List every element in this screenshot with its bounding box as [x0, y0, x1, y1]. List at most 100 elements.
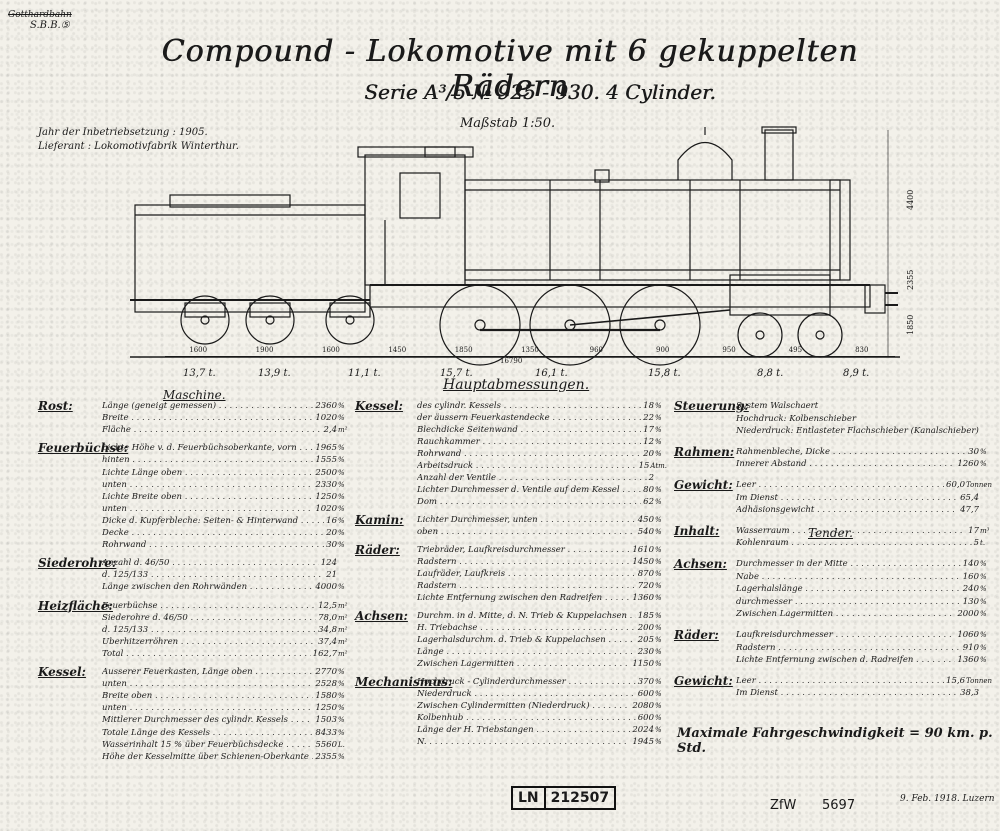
spec-unit: t.: [980, 539, 986, 548]
height-2355: 2355: [906, 269, 915, 290]
spec-label: Lichte Höhe v. d. Feuerbüchsoberkante, v…: [102, 443, 313, 453]
spec-value: 65,4: [960, 492, 979, 503]
spec-value: 124: [320, 558, 337, 569]
spec-unit: %: [655, 516, 662, 524]
dim-5: 1850: [454, 346, 473, 354]
spec-row: Innerer Abstand1260%: [736, 459, 992, 469]
spec-row: unten1020%: [102, 504, 350, 514]
spec-value: 2500: [315, 467, 337, 478]
spec-unit: %: [338, 402, 345, 410]
spec-row: durchmesser130%: [736, 597, 992, 607]
spec-row: Zwischen Cylindermitten (Niederdruck)208…: [417, 701, 667, 711]
spec-unit: m²: [338, 613, 348, 622]
archive-stamp: LN 212507: [511, 786, 617, 810]
spec-row: unten2330%: [102, 480, 350, 490]
spec-unit: %: [655, 558, 662, 566]
spec-value: 910: [962, 642, 979, 653]
signature-date: 9. Feb. 1918. Luzern: [900, 794, 995, 804]
spec-value: 1360: [957, 655, 979, 666]
spec-unit: Tonnen: [965, 676, 992, 685]
spec-label: des cylindr. Kessels: [417, 401, 641, 411]
spec-label: Total: [102, 649, 311, 659]
main-dimensions-heading: Hauptabmessungen.: [443, 377, 590, 393]
spec-label: Triebräder, Laufkreisdurchmesser: [417, 545, 630, 555]
spec-row: Länge (geneigt gemessen)2360%: [102, 401, 350, 411]
spec-value: 1580: [315, 691, 337, 702]
spec-value: 1260: [957, 459, 979, 470]
spec-label: Höhe der Kesselmitte über Schienen-Oberk…: [102, 752, 313, 762]
section-label: Inhalt:: [674, 523, 720, 538]
spec-unit: %: [338, 704, 345, 713]
spec-unit: %: [338, 414, 345, 423]
spec-label: Länge der H. Triebstangen: [417, 725, 630, 735]
spec-unit: %: [655, 690, 662, 698]
spec-row: Rauchkammer12%: [417, 437, 667, 447]
spec-row: Totale Länge des Kessels8433%: [102, 728, 350, 738]
spec-unit: %: [655, 414, 662, 422]
stamp-prefix: LN: [518, 790, 539, 806]
height-4400: 4400: [906, 189, 915, 210]
spec-row: Rohrwand30%: [102, 540, 350, 550]
spec-row: Hochdruck - Cylinderdurchmesser370%: [417, 677, 667, 687]
total-length: 16790: [500, 357, 523, 365]
dimension-bar: 1600 1900 1600 1450 1850 1350 960 900 95…: [165, 346, 895, 357]
spec-row: Lichte Länge oben2500%: [102, 468, 350, 478]
spec-unit: %: [655, 528, 662, 536]
spec-label: d. 125/133: [102, 570, 324, 580]
spec-value: 450: [637, 515, 654, 525]
spec-row: Nabe160%: [736, 572, 992, 582]
axle-load-3: 11,1 t.: [348, 368, 381, 379]
spec-value: 130: [962, 596, 979, 607]
spec-row: unten1250%: [102, 703, 350, 713]
spec-label: Feuerbüchse: [102, 601, 316, 611]
spec-unit: %: [655, 714, 662, 722]
spec-label: Durchm. in d. Mitte, d. N. Trieb & Kuppe…: [417, 611, 636, 621]
spec-label: Dom: [417, 497, 641, 507]
spec-label: Breite: [102, 413, 313, 423]
dim-2: 1900: [255, 346, 274, 354]
spec-row: Blechdicke Seitenwand17%: [417, 425, 667, 435]
spec-value: 12,5: [318, 600, 337, 611]
spec-value: 600: [637, 689, 654, 699]
spec-row: Dom62%: [417, 497, 667, 507]
spec-unit: m²: [338, 649, 348, 658]
spec-unit: %: [980, 560, 987, 568]
spec-row: Total162,7m²: [102, 649, 350, 659]
spec-unit: %: [338, 492, 345, 501]
spec-label: Mittlerer Durchmesser des cylindr. Kesse…: [102, 715, 313, 725]
spec-label: Fläche: [102, 425, 321, 435]
machine-heading: Maschine.: [163, 388, 226, 402]
spec-label: Kolbenhub: [417, 713, 636, 723]
spec-row: Wasserraum17m³: [736, 526, 992, 536]
spec-unit: %: [338, 529, 345, 537]
spec-label: Niederdruck: Entlasteter Flachschieber (…: [736, 426, 979, 437]
spec-unit: %: [338, 504, 345, 513]
spec-label: Leer: [736, 480, 944, 490]
spec-label: Arbeitsdruck: [417, 461, 637, 471]
spec-label: Lichte Breite oben: [102, 492, 313, 502]
spec-label: oben: [417, 527, 636, 537]
spec-value: 1250: [315, 703, 337, 714]
spec-label: Lichte Entfernung zwischen d. Radreifen: [736, 655, 955, 665]
spec-unit: %: [338, 680, 345, 689]
spec-label: Kohlenraum: [736, 538, 972, 548]
spec-label: Radstern: [417, 557, 630, 567]
spec-value: 205: [637, 635, 654, 645]
spec-unit: %: [655, 678, 662, 686]
spec-value: 160: [962, 571, 979, 582]
dim-3: 1600: [321, 346, 340, 354]
spec-label: unten: [102, 679, 313, 689]
spec-value: 60,0: [946, 480, 965, 490]
section-label: Siederohre:: [38, 556, 117, 571]
spec-row: Zwischen Lagermitten1150%: [417, 659, 667, 669]
spec-unit: %: [338, 541, 345, 550]
spec-label: Decke: [102, 528, 324, 538]
spec-label: d. 125/133: [102, 625, 316, 635]
spec-label: Breite oben: [102, 691, 313, 701]
spec-row: Laufräder, Laufkreis870%: [417, 569, 667, 579]
spec-value: 2770: [315, 667, 337, 677]
spec-unit: %: [655, 624, 662, 632]
spec-row: Decke20%: [102, 528, 350, 538]
height-1850: 1850: [906, 314, 915, 335]
spec-unit: m³: [980, 526, 990, 535]
